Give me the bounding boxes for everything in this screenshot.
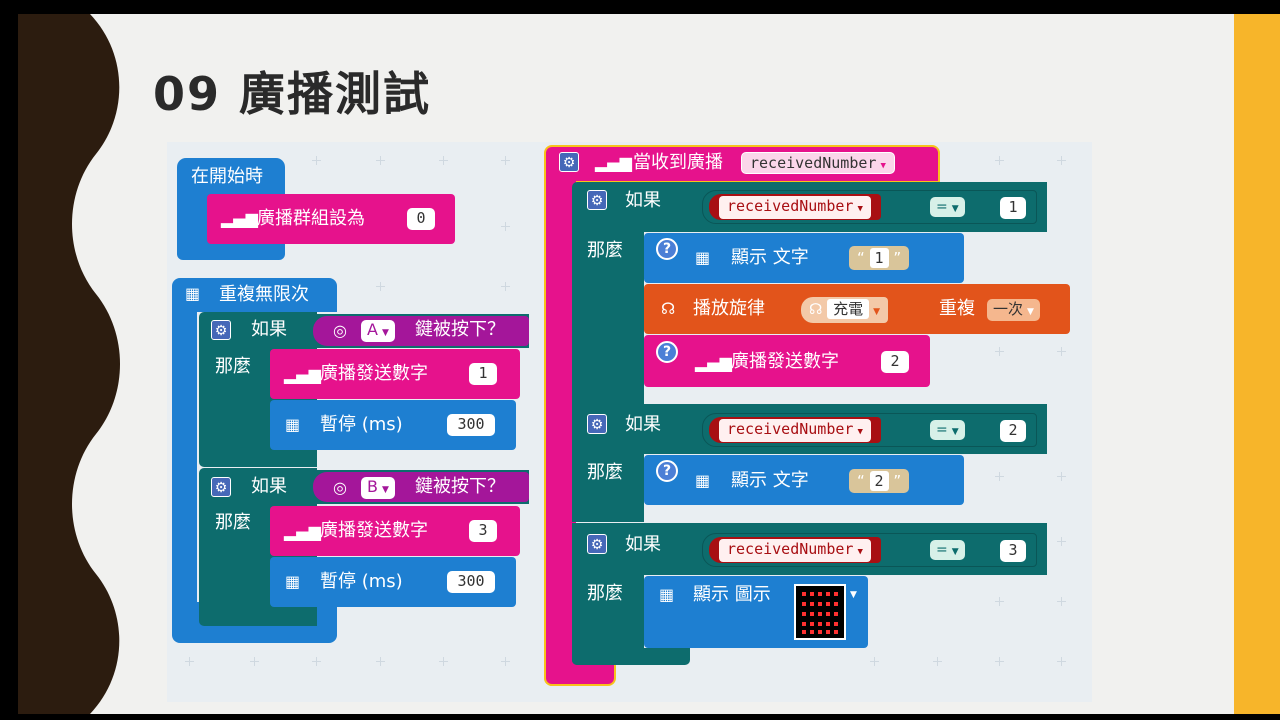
show-string-label: 顯示 文字 xyxy=(731,247,809,268)
compare-value-input[interactable]: 3 xyxy=(1000,540,1026,562)
repeat-label: 重複 xyxy=(939,298,975,319)
radio-send-value-input[interactable]: 2 xyxy=(881,351,909,373)
string-value-input[interactable]: “ 2 ” xyxy=(849,469,910,493)
accent-bar xyxy=(1234,14,1280,714)
chevron-down-icon: ▼ xyxy=(951,204,959,214)
chevron-down-icon: ▼ xyxy=(880,161,886,171)
on-start-label: 在開始時 xyxy=(191,166,263,187)
chevron-down-icon: ▼ xyxy=(381,328,389,338)
radio-send-value-input[interactable]: 1 xyxy=(469,363,497,385)
slide-title: 09 廣播測試 xyxy=(153,67,432,121)
if-1-block[interactable] xyxy=(572,182,644,404)
received-number-variable[interactable]: receivedNumber▼ xyxy=(709,417,881,443)
repeat-dropdown[interactable]: 一次▼ xyxy=(987,299,1040,321)
grid-icon: ▦ xyxy=(285,415,301,434)
makecode-workspace[interactable]: 在開始時 ▂▄▆ 廣播群組設為 0 ▦ 重複無限次 ⚙ 如果 ◎ A▼ 鍵被按下… xyxy=(167,142,1092,702)
melody-dropdown[interactable]: ☊ 充電▼ xyxy=(801,297,889,323)
radio-send-label: 廣播發送數字 xyxy=(320,363,428,384)
chevron-down-icon: ▼ xyxy=(951,547,959,557)
if-3-then-label: 那麼 xyxy=(587,583,623,604)
compare-operator-dropdown[interactable]: =▼ xyxy=(930,420,965,440)
if-3-if-label: 如果 xyxy=(625,534,661,555)
radio-signal-icon: ▂▄▆ xyxy=(595,153,632,172)
radio-group-input[interactable]: 0 xyxy=(407,208,435,230)
chevron-down-icon: ▼ xyxy=(951,427,959,437)
icon-matrix-dropdown[interactable] xyxy=(794,584,846,640)
chevron-down-icon: ▼ xyxy=(1027,307,1034,317)
pause-label: 暫停 (ms) xyxy=(320,414,403,435)
if-1-gear-icon[interactable]: ⚙ xyxy=(587,190,607,210)
string-value-input[interactable]: “ 1 ” xyxy=(849,246,910,270)
button-b-pressed-label: 鍵被按下？ xyxy=(415,476,505,497)
compare-value-input[interactable]: 1 xyxy=(1000,197,1026,219)
pause-value-input[interactable]: 300 xyxy=(447,414,495,436)
forever-label: 重複無限次 xyxy=(219,284,309,305)
compare-operator-dropdown[interactable]: =▼ xyxy=(930,197,965,217)
grid-icon: ▦ xyxy=(695,471,711,490)
help-icon[interactable]: ? xyxy=(656,238,678,260)
pause-value-input[interactable]: 300 xyxy=(447,571,495,593)
set-radio-group-label: 廣播群組設為 xyxy=(257,208,365,229)
if-b-if-label: 如果 xyxy=(251,476,287,497)
button-a-pressed-label: 鍵被按下？ xyxy=(415,319,505,340)
chevron-down-icon: ▼ xyxy=(381,485,389,495)
if-2-if-label: 如果 xyxy=(625,414,661,435)
chevron-down-icon: ▼ xyxy=(857,204,863,214)
if-a-then-label: 那麼 xyxy=(215,356,251,377)
radio-signal-icon: ▂▄▆ xyxy=(221,209,258,228)
grid-icon: ▦ xyxy=(285,572,301,591)
chevron-down-icon: ▼ xyxy=(857,547,863,557)
chevron-down-icon: ▼ xyxy=(850,590,857,600)
if-1-then-label: 那麼 xyxy=(587,240,623,261)
target-icon: ◎ xyxy=(333,321,347,340)
if-2-block[interactable] xyxy=(572,404,644,522)
if-1-if-label: 如果 xyxy=(625,190,661,211)
show-string-label: 顯示 文字 xyxy=(731,470,809,491)
if-b-gear-icon[interactable]: ⚙ xyxy=(211,477,231,497)
chevron-down-icon: ▼ xyxy=(857,427,863,437)
if-a-gear-icon[interactable]: ⚙ xyxy=(211,320,231,340)
button-a-dropdown[interactable]: A▼ xyxy=(361,320,395,342)
forever-grid-icon: ▦ xyxy=(185,284,201,303)
compare-value-input[interactable]: 2 xyxy=(1000,420,1026,442)
button-b-pressed-block[interactable] xyxy=(313,472,529,502)
help-icon[interactable]: ? xyxy=(656,341,678,363)
grid-icon: ▦ xyxy=(659,585,675,604)
radio-send-label: 廣播發送數字 xyxy=(731,351,839,372)
show-icon-label: 顯示 圖示 xyxy=(693,584,771,605)
radio-signal-icon: ▂▄▆ xyxy=(284,522,321,541)
if-3-gear-icon[interactable]: ⚙ xyxy=(587,534,607,554)
compare-operator-dropdown[interactable]: =▼ xyxy=(930,540,965,560)
help-icon[interactable]: ? xyxy=(656,460,678,482)
grid-icon: ▦ xyxy=(695,248,711,267)
wave-border xyxy=(18,14,138,714)
if-2-then-label: 那麼 xyxy=(587,462,623,483)
button-a-pressed-block[interactable] xyxy=(313,316,529,346)
radio-send-value-input[interactable]: 3 xyxy=(469,520,497,542)
button-b-dropdown[interactable]: B▼ xyxy=(361,477,395,499)
play-melody-label: 播放旋律 xyxy=(693,298,765,319)
received-number-variable[interactable]: receivedNumber▼ xyxy=(709,537,881,563)
on-received-gear-icon[interactable]: ⚙ xyxy=(559,152,579,172)
pause-label: 暫停 (ms) xyxy=(320,571,403,592)
if-2-gear-icon[interactable]: ⚙ xyxy=(587,414,607,434)
if-b-then-label: 那麼 xyxy=(215,512,251,533)
received-number-param[interactable]: receivedNumber▼ xyxy=(741,152,895,174)
radio-signal-icon: ▂▄▆ xyxy=(695,353,732,372)
received-number-variable[interactable]: receivedNumber▼ xyxy=(709,194,881,220)
if-a-if-label: 如果 xyxy=(251,319,287,340)
headphones-icon: ☊ xyxy=(661,299,676,318)
chevron-down-icon: ▼ xyxy=(873,307,881,317)
if-3-block[interactable] xyxy=(572,523,644,665)
target-icon: ◎ xyxy=(333,478,347,497)
radio-send-label: 廣播發送數字 xyxy=(320,520,428,541)
radio-signal-icon: ▂▄▆ xyxy=(284,365,321,384)
show-string-1-block[interactable] xyxy=(644,233,964,283)
on-received-label: 當收到廣播 xyxy=(633,152,723,173)
show-string-2-block[interactable] xyxy=(644,455,964,505)
